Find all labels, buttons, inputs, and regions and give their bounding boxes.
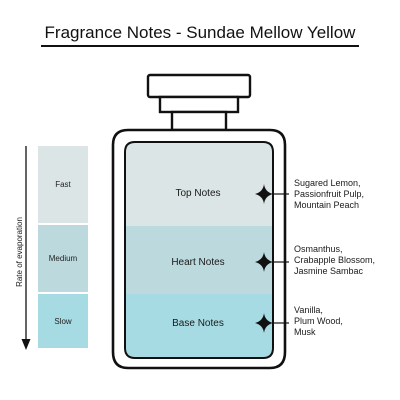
layer-label-heart: Heart Notes [171,257,225,268]
evaporation-level-fast: Fast [55,180,71,189]
note-item: Osmanthus, [294,244,343,254]
heart-notes-list: Osmanthus, Crabapple Blossom, Jasmine Sa… [294,244,398,277]
note-item: Passionfruit Pulp, [294,189,365,199]
evaporation-arrow-head [21,339,31,350]
layer-label-top: Top Notes [175,188,221,199]
evaporation-bar-fast [38,146,88,223]
note-item: Jasmine Sambac [294,266,364,276]
evaporation-level-medium: Medium [48,254,78,263]
evaporation-bar-medium [38,225,88,292]
top-notes-list: Sugared Lemon, Passionfruit Pulp, Mounta… [294,178,398,211]
bottle-neck [158,95,240,114]
sparkle-base-icon [255,313,273,333]
bottle-layer-base [125,294,273,358]
bottle-layer-heart [125,226,273,294]
sparkle-top-icon [255,184,273,204]
bottle-cap [146,73,252,99]
sparkle-heart-icon [255,252,273,272]
evaporation-bar-slow [38,294,88,348]
note-item: Sugared Lemon, [294,178,361,188]
evaporation-axis-label: Rate of evaporation [15,217,24,287]
layer-label-base: Base Notes [172,318,224,329]
note-item: Crabapple Blossom, [294,255,376,265]
title-underline [41,45,359,47]
bottle-collar [170,110,228,132]
note-item: Plum Wood, [294,316,343,326]
note-item: Mountain Peach [294,200,360,210]
note-item: Musk [294,327,316,337]
diagram-title: Fragrance Notes - Sundae Mellow Yellow [44,23,356,42]
evaporation-level-slow: Slow [54,316,72,326]
bottle-layer-top [125,142,273,226]
base-notes-list: Vanilla, Plum Wood, Musk [294,305,398,338]
note-item: Vanilla, [294,305,323,315]
bottle-inner-outline [124,141,274,359]
